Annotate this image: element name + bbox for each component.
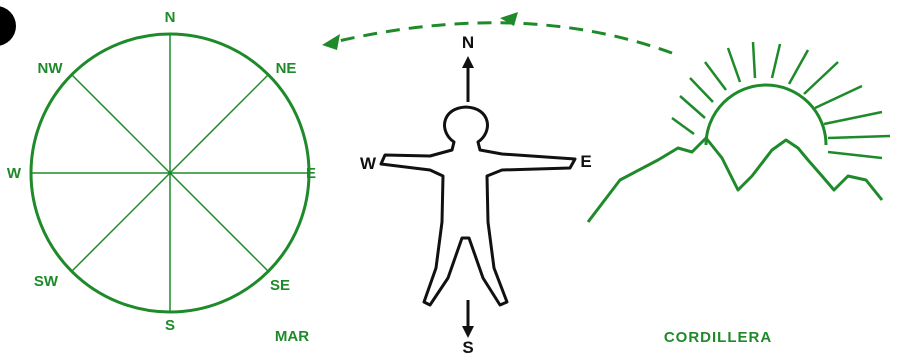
figure-label-w: W [360,154,377,173]
human-outline [381,107,575,305]
compass-label-e: E [306,165,316,182]
mountain-ridge [588,138,882,222]
dashed-arc [330,23,672,53]
sun-ray [804,62,838,94]
compass-label-ne: NE [276,60,297,77]
compass-label-sw: SW [34,273,59,290]
figure-label-e: E [580,152,591,171]
sun-ray [815,86,862,108]
figure-label-s: S [462,338,473,355]
sun-ray [824,112,882,124]
compass-label-w: W [7,165,22,182]
compass-label-nw: NW [38,60,64,77]
compass-label-n: N [165,9,176,26]
figure-labels: N S E W [360,33,592,355]
compass-labels: N NE E SE S SW W NW [7,9,316,334]
sun-ray [772,44,780,78]
north-arrow-head [462,56,474,68]
sun-ray [672,118,694,134]
compass-center [168,171,172,175]
compass-rose [31,34,309,312]
dashed-arc-arrow [322,12,672,53]
figure-label-n: N [462,33,474,52]
sea-label: MAR [275,328,309,345]
compass-label-se: SE [270,277,290,294]
sun-ray [690,78,713,102]
sun-ray [753,42,755,78]
mountain-icon [588,138,882,222]
arc-arrow-head-left [322,34,340,50]
sun-ray [828,136,890,138]
mountain-label: CORDILLERA [664,329,772,346]
sun-ray [789,50,808,84]
south-arrow-head [462,326,474,338]
corner-badge-icon [0,6,16,46]
sun-ray [828,152,882,158]
sun-ray [680,96,705,118]
sun-arc [706,85,826,145]
sun-ray [728,48,740,82]
human-figure [381,56,575,338]
sun-ray [705,62,726,90]
compass-label-s: S [165,317,175,334]
